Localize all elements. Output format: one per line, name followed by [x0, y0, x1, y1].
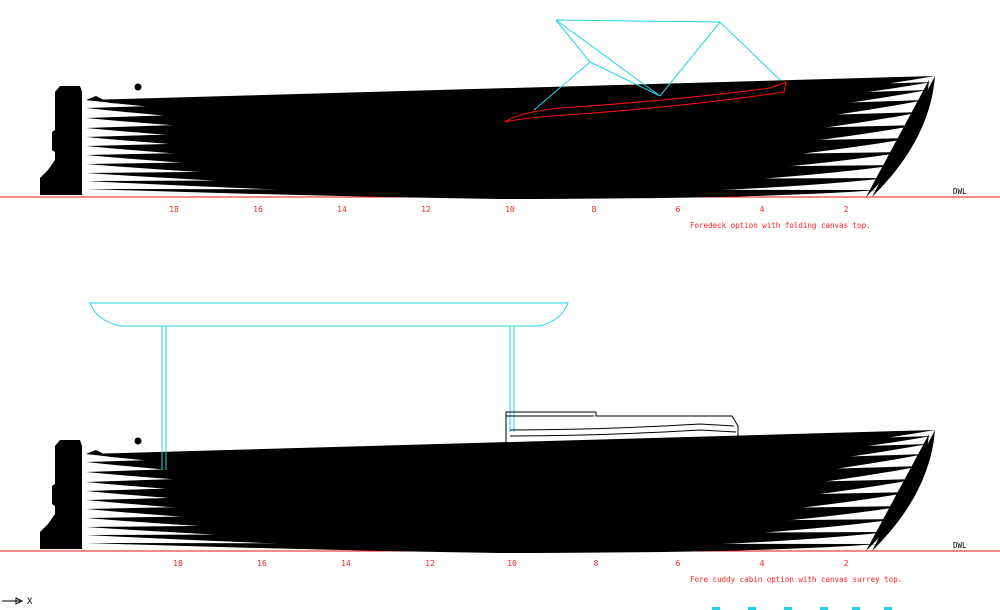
station-label: 4	[760, 205, 765, 214]
station-label: 12	[425, 559, 435, 568]
surrey-top-post-aft	[161, 326, 167, 470]
station-label: 16	[257, 559, 267, 568]
view-caption: Fore cuddy cabin option with canvas surr…	[690, 575, 902, 584]
waterline-label: DWL	[953, 187, 967, 196]
station-label: 12	[421, 205, 431, 214]
station-label: 18	[173, 559, 183, 568]
ucs-axis-icon: X	[2, 597, 33, 607]
hull-profile	[40, 72, 935, 199]
station-label: 18	[169, 205, 179, 214]
station-label: 8	[592, 205, 597, 214]
station-label: 2	[844, 559, 849, 568]
station-label: 10	[505, 205, 515, 214]
station-label: 2	[844, 205, 849, 214]
station-label: 14	[337, 205, 347, 214]
foredeck-outline	[504, 81, 787, 123]
view-foredeck-option: 18 16 14 12 10 8 6 4 2 DWL Foredeck opti…	[0, 19, 1000, 242]
waterline-label: DWL	[953, 541, 967, 550]
station-label: 16	[253, 205, 263, 214]
station-label: 10	[507, 559, 517, 568]
station-labels: 18 16 14 12 10 8 6 4 2	[173, 559, 848, 568]
hull-profile	[40, 426, 935, 553]
station-label: 6	[676, 205, 681, 214]
surrey-top-post-fwd	[509, 326, 515, 432]
axis-label: X	[27, 597, 33, 607]
station-label: 6	[676, 559, 681, 568]
station-label: 4	[760, 559, 765, 568]
view-caption: Foredeck option with folding canvas top.	[690, 221, 871, 230]
station-label: 14	[341, 559, 351, 568]
cursor-markers	[712, 607, 892, 610]
station-label: 8	[594, 559, 599, 568]
view-cuddy-option	[0, 426, 1000, 596]
surrey-canvas-top	[89, 302, 569, 327]
folding-canvas-top	[533, 19, 781, 111]
cuddy-cabin	[505, 411, 739, 474]
station-labels: 18 16 14 12 10 8 6 4 2	[169, 205, 848, 214]
